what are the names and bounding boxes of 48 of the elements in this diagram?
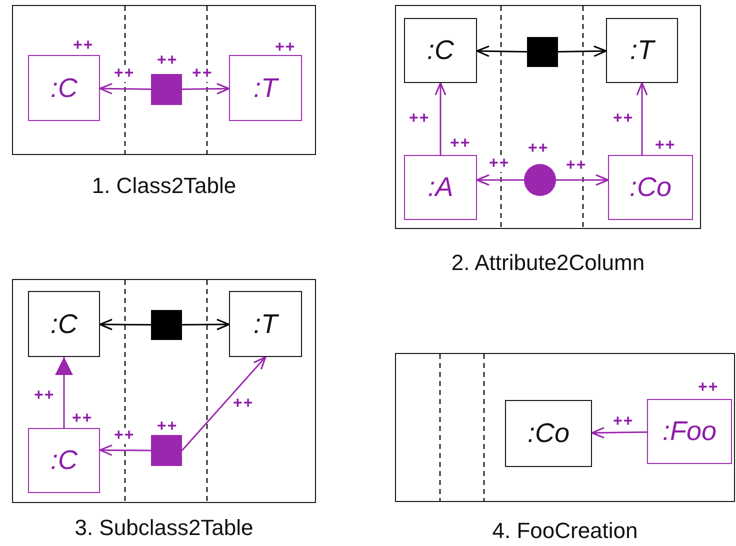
create-marker: ++: [157, 53, 178, 69]
arrow: [182, 318, 230, 330]
edge-label: ++: [191, 66, 214, 82]
object-box: :T: [229, 291, 302, 357]
correspondence-square: [151, 435, 182, 466]
edge-label: ++: [565, 158, 588, 174]
inheritance-arrow: [55, 357, 73, 428]
create-marker: ++: [73, 38, 94, 54]
create-marker: ++: [157, 419, 178, 435]
rule-caption: 1. Class2Table: [90, 173, 238, 199]
object-box: :Co: [505, 400, 592, 467]
object-box: :Foo: [647, 399, 732, 464]
correspondence-square: [527, 37, 558, 67]
correspondence-square: [151, 310, 182, 340]
object-box: :T: [606, 18, 678, 83]
correspondence-circle: [524, 164, 556, 196]
edge-label: ++: [113, 428, 136, 444]
rule-caption: 3. Subclass2Table: [74, 515, 254, 541]
create-marker: ++: [698, 380, 719, 396]
object-box: :C: [28, 55, 100, 121]
arrow: [476, 45, 528, 57]
arrow: [476, 174, 524, 186]
create-marker: ++: [655, 138, 676, 154]
rule-caption: 4. FooCreation: [491, 518, 639, 544]
arrow: [636, 82, 648, 155]
arrow: [556, 174, 609, 186]
edge-label: ++: [113, 66, 136, 82]
edge-label: ++: [488, 156, 511, 172]
create-marker: ++: [450, 136, 471, 152]
object-box: :C: [404, 18, 477, 83]
arrow: [181, 356, 266, 451]
object-box: :T: [229, 55, 302, 121]
arrow: [558, 45, 607, 57]
object-box: :C: [28, 428, 100, 493]
object-box: :A: [404, 155, 477, 220]
arrow: [99, 318, 151, 330]
arrow: [99, 82, 152, 94]
correspondence-square: [151, 74, 182, 105]
arrow: [434, 82, 446, 155]
rule-caption: 2. Attribute2Column: [450, 250, 646, 276]
object-box: :Co: [608, 155, 693, 220]
arrow: [182, 82, 230, 95]
object-box: :C: [28, 291, 100, 357]
create-marker: ++: [528, 141, 549, 157]
create-marker: ++: [275, 40, 296, 56]
create-marker: ++: [72, 411, 93, 427]
arrow: [591, 426, 648, 439]
arrow: [99, 444, 151, 456]
